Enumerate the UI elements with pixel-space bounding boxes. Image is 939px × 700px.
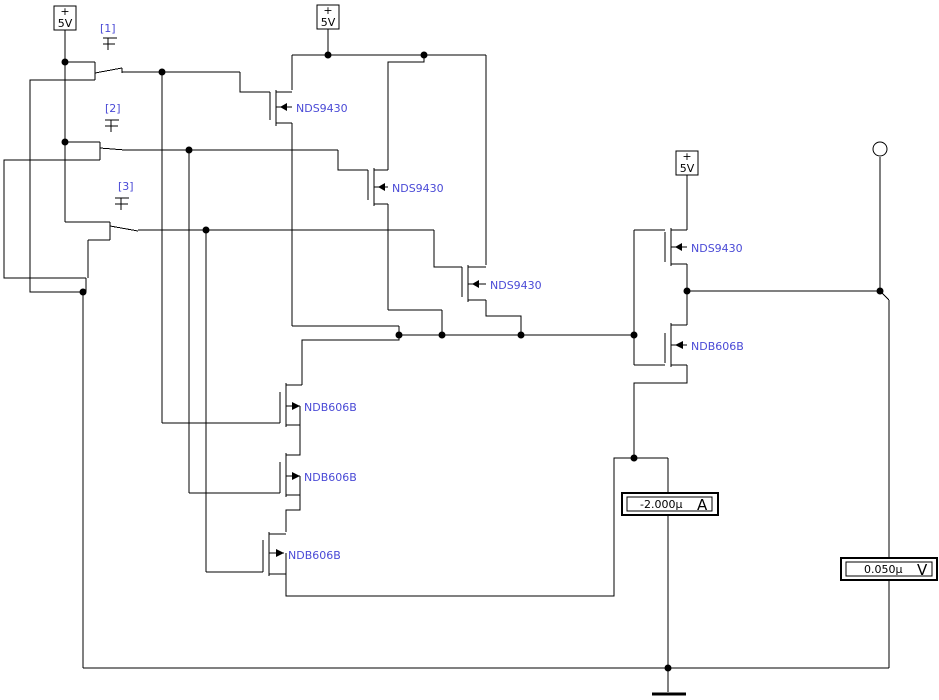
ammeter[interactable]: -2.000μ A [621,492,719,516]
vcc-source-left: + 5V [53,5,77,31]
switch-1[interactable]: [1] [88,22,123,81]
vcc-plus: + [60,5,69,18]
nmos-transistor-2: NDB606B [279,453,357,532]
voltmeter-value: 0.050μ [864,563,903,576]
pmos-transistor-3: NDS9430 [461,265,542,335]
inverter-nmos-label: NDB606B [691,340,744,353]
nmos-3-label: NDB606B [288,549,341,562]
input-wire-3 [138,226,462,573]
ground-bus [83,664,889,692]
stage1-output-node [292,325,638,385]
input-wire-1 [122,68,280,424]
ammeter-unit: A [697,496,708,514]
nmos-1-label: NDB606B [304,401,357,414]
inverter-nmos: NDB606B [633,323,744,458]
pmos-transistor-2: NDS9430 [367,168,444,335]
inverter-pmos-label: NDS9430 [691,242,743,255]
switch-3-label: [3] [118,180,134,193]
vcc-label: 5V [321,16,336,29]
ammeter-branch [630,454,669,668]
left-vcc-rail [61,30,110,223]
pmos-2-label: NDS9430 [392,182,444,195]
pmos-1-label: NDS9430 [296,102,348,115]
switch-2[interactable]: [2] [88,102,126,161]
vcc-label: 5V [680,162,695,175]
switch-return-wires [3,79,89,668]
input-wire-2 [125,146,368,494]
voltmeter-branch [879,290,890,668]
switch-3[interactable]: [3] [88,180,139,241]
ammeter-value: -2.000μ [640,498,682,511]
vcc-source-top: + 5V [316,4,340,30]
pmos-3-label: NDS9430 [490,279,542,292]
output-probe[interactable] [872,141,888,157]
nmos-transistor-1: NDB606B [279,383,357,456]
top-vcc-rail [291,29,487,265]
vcc-plus: + [682,150,691,163]
vcc-label: 5V [58,17,73,30]
voltmeter-unit: V [917,561,928,579]
switch-1-label: [1] [100,22,116,35]
pmos-transistor-1: NDS9430 [269,90,348,326]
switch-2-label: [2] [105,102,121,115]
inverter-output-node [683,157,884,295]
voltmeter[interactable]: 0.050μ V [840,557,938,581]
nmos-transistor-3: NDB606B [262,457,634,597]
vcc-plus: + [323,4,332,17]
inverter-pmos: NDS9430 [633,228,743,365]
vcc-source-right: + 5V [675,150,699,176]
nmos-2-label: NDB606B [304,471,357,484]
